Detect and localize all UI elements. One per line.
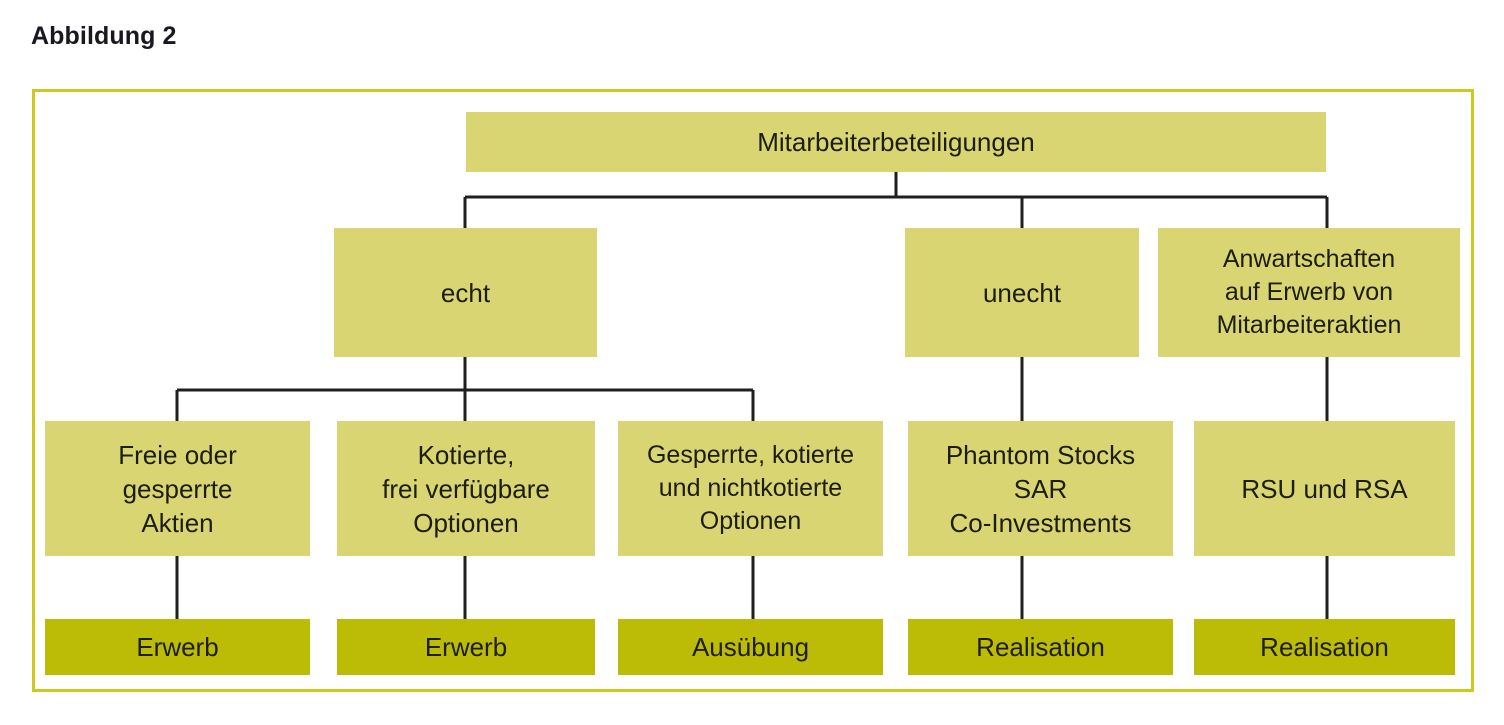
node-freie-oder-gesperrte-aktien: Freie oder gesperrte Aktien	[45, 421, 310, 556]
node-anwartschaften: Anwartschaften auf Erwerb von Mitarbeite…	[1158, 228, 1460, 357]
node-realisation-rsu: Realisation	[1194, 619, 1455, 675]
node-erwerb-optionen: Erwerb	[337, 619, 595, 675]
page-title: Abbildung 2	[31, 22, 177, 50]
node-echt: echt	[334, 228, 597, 357]
node-gesperrte-kotierte-und-nichtkotierte-optionen: Gesperrte, kotierte und nichtkotierte Op…	[618, 421, 883, 556]
node-ausuebung: Ausübung	[618, 619, 883, 675]
node-mitarbeiterbeteiligungen: Mitarbeiterbeteiligungen	[466, 112, 1326, 172]
node-phantom-stocks-sar-co-investments: Phantom Stocks SAR Co-Investments	[908, 421, 1173, 556]
node-unecht: unecht	[905, 228, 1139, 357]
diagram-frame	[32, 89, 1474, 692]
node-realisation-phantom: Realisation	[908, 619, 1173, 675]
node-kotierte-frei-verfuegbare-optionen: Kotierte, frei verfügbare Optionen	[337, 421, 595, 556]
node-rsu-und-rsa: RSU und RSA	[1194, 421, 1455, 556]
node-erwerb-aktien: Erwerb	[45, 619, 310, 675]
